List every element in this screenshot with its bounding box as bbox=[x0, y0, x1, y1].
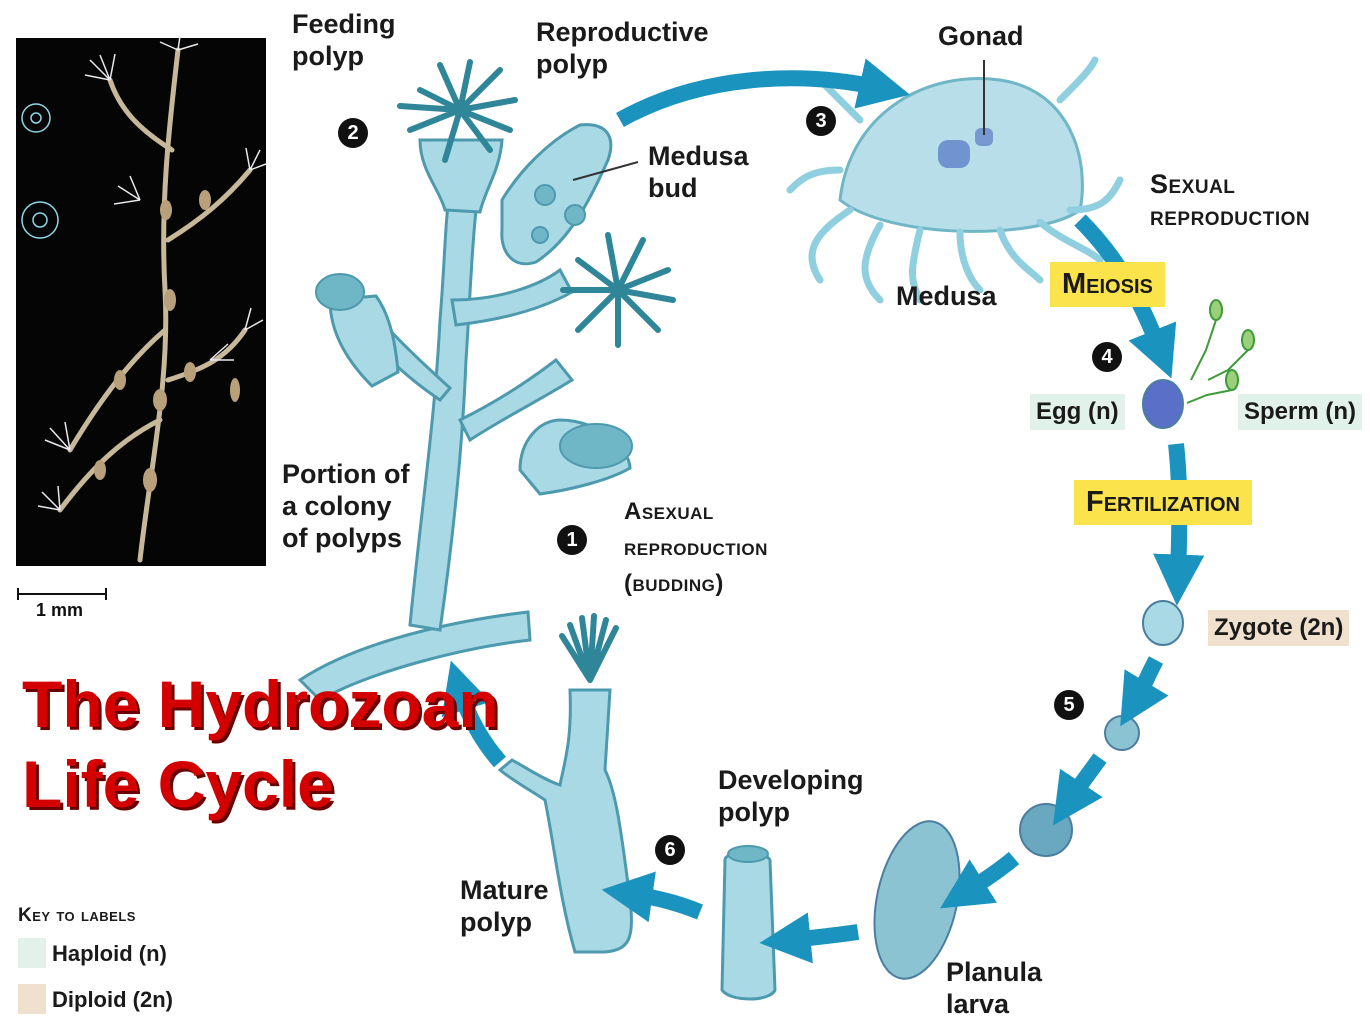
label-line: larva bbox=[946, 988, 1042, 1020]
label-line: polyp bbox=[292, 40, 396, 72]
label-sexual-reproduction: Sexual reproduction bbox=[1150, 168, 1310, 232]
label-sperm: Sperm (n) bbox=[1238, 394, 1362, 430]
fertilization-highlight: Fertilization bbox=[1074, 480, 1252, 525]
colony-photo bbox=[16, 36, 266, 566]
label-mature-polyp: Mature polyp bbox=[460, 874, 549, 938]
haploid-swatch bbox=[18, 938, 46, 968]
title-line: Life Cycle bbox=[22, 744, 499, 824]
step-number-3: 3 bbox=[806, 106, 836, 136]
label-feeding-polyp: Feeding polyp bbox=[292, 8, 396, 72]
diagram-title: The Hydrozoan Life Cycle bbox=[22, 664, 499, 824]
scale-bar-label: 1 mm bbox=[36, 600, 83, 621]
label-line: Developing bbox=[718, 764, 864, 796]
key-heading: Key to labels bbox=[18, 900, 136, 932]
label-line: Planula bbox=[946, 956, 1042, 988]
zygote-tag: Zygote (2n) bbox=[1208, 610, 1349, 646]
key-haploid: Haploid (n) bbox=[52, 938, 167, 970]
step-number-6: 6 bbox=[655, 835, 685, 865]
meiosis-highlight: Meiosis bbox=[1050, 262, 1165, 307]
label-line: (budding) bbox=[624, 566, 768, 602]
label-line: Asexual bbox=[624, 494, 768, 530]
key-diploid: Diploid (2n) bbox=[52, 984, 173, 1016]
sperm-cells bbox=[1187, 300, 1254, 403]
diploid-swatch bbox=[18, 984, 46, 1014]
egg-tag: Egg (n) bbox=[1030, 394, 1125, 430]
label-line: Mature bbox=[460, 874, 549, 906]
label-developing-polyp: Developing polyp bbox=[718, 764, 864, 828]
step-number-4: 4 bbox=[1092, 342, 1122, 372]
label-reproductive-polyp: Reproductive polyp bbox=[536, 16, 709, 80]
label-line: Sexual bbox=[1150, 168, 1310, 200]
label-gonad: Gonad bbox=[938, 20, 1024, 52]
step-number-2: 2 bbox=[338, 118, 368, 148]
label-line: reproduction bbox=[1150, 200, 1310, 232]
label-zygote: Zygote (2n) bbox=[1208, 610, 1349, 646]
label-line: polyp bbox=[718, 796, 864, 828]
label-line: polyp bbox=[460, 906, 549, 938]
label-portion-colony: Portion of a colony of polyps bbox=[282, 458, 409, 554]
step-number-1: 1 bbox=[557, 525, 587, 555]
label-line: bud bbox=[648, 172, 749, 204]
label-egg: Egg (n) bbox=[1030, 394, 1125, 430]
label-line: a colony bbox=[282, 490, 409, 522]
title-line: The Hydrozoan bbox=[22, 664, 499, 744]
label-line: polyp bbox=[536, 48, 709, 80]
label-line: Portion of bbox=[282, 458, 409, 490]
label-asexual-reproduction: Asexual reproduction (budding) bbox=[624, 494, 768, 602]
label-line: of polyps bbox=[282, 522, 409, 554]
label-medusa-bud: Medusa bud bbox=[648, 140, 749, 204]
step-number-5: 5 bbox=[1054, 690, 1084, 720]
cell-stages bbox=[861, 380, 1183, 987]
label-line: Feeding bbox=[292, 8, 396, 40]
label-line: Medusa bbox=[648, 140, 749, 172]
sperm-tag: Sperm (n) bbox=[1238, 394, 1362, 430]
label-planula-larva: Planula larva bbox=[946, 956, 1042, 1020]
label-line: reproduction bbox=[624, 530, 768, 566]
label-line: Reproductive bbox=[536, 16, 709, 48]
label-medusa: Medusa bbox=[896, 280, 997, 312]
scale-bar bbox=[18, 588, 106, 600]
